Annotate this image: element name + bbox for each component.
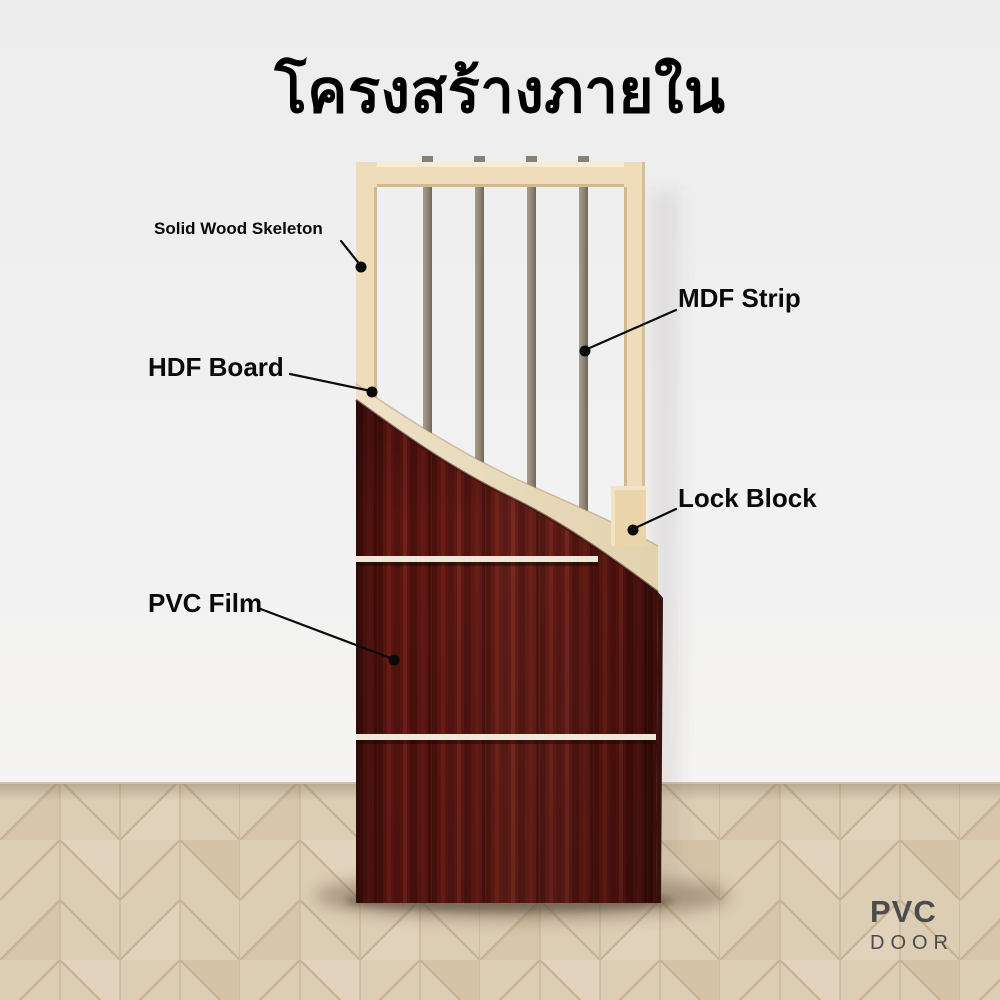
leader-line-pvc-film xyxy=(256,606,395,661)
frame-right-stile-shade xyxy=(624,187,627,562)
leader-dot-pvc-film xyxy=(388,654,400,666)
brand-logo-line2: DOOR xyxy=(870,932,954,954)
mdf-strip xyxy=(527,184,536,564)
label-mdf-strip: MDF Strip xyxy=(678,283,801,313)
leader-dot-solid-wood-skeleton xyxy=(355,261,367,273)
leader-dot-mdf-strip xyxy=(579,345,591,357)
frame-top-rail-shade xyxy=(356,184,645,187)
door-side-edge xyxy=(656,592,663,903)
tenon xyxy=(526,156,537,164)
leader-dot-lock-block xyxy=(627,524,639,536)
label-solid-wood-skeleton: Solid Wood Skeleton xyxy=(154,219,323,238)
mdf-strip-tenons xyxy=(422,156,589,164)
frame-left-stile xyxy=(356,162,377,430)
label-hdf-board: HDF Board xyxy=(148,352,284,382)
brand-logo-line1: PVC xyxy=(870,894,937,929)
lock-block-highlight-top xyxy=(611,486,646,490)
door-cutaway xyxy=(355,156,663,903)
mdf-strip xyxy=(423,184,432,564)
groove-shadow xyxy=(356,740,656,744)
tenon xyxy=(474,156,485,164)
brand-logo: PVC DOOR xyxy=(870,896,954,953)
groove-line xyxy=(356,734,656,740)
frame-right-stile-edge xyxy=(642,162,645,562)
leader-lines xyxy=(256,239,678,661)
page-title: โครงสร้างภายใน xyxy=(274,57,726,127)
mdf-strips xyxy=(423,184,588,564)
mdf-strip xyxy=(579,184,588,564)
leader-line-hdf-board xyxy=(288,372,373,393)
lock-block xyxy=(611,486,646,546)
label-pvc-film: PVC Film xyxy=(148,588,263,618)
mdf-strip xyxy=(475,184,484,564)
groove-shadow xyxy=(356,562,598,566)
tenon xyxy=(422,156,433,164)
pvc-film-shading-vertical xyxy=(356,400,658,903)
leader-line-lock-block xyxy=(631,507,678,531)
wood-skeleton-frame xyxy=(356,162,645,562)
leader-line-solid-wood-skeleton xyxy=(339,239,363,268)
pvc-film-top-edge xyxy=(355,398,659,594)
tenon xyxy=(578,156,589,164)
frame-left-stile-shade xyxy=(374,187,377,430)
frame-right-stile xyxy=(624,162,645,562)
groove-lines xyxy=(356,556,656,744)
groove-line xyxy=(356,556,598,562)
leader-dot-hdf-board xyxy=(366,386,378,398)
lock-block-body xyxy=(611,486,646,546)
leader-line-mdf-strip xyxy=(583,308,678,352)
leader-dots xyxy=(355,261,639,666)
label-lock-block: Lock Block xyxy=(678,483,817,513)
frame-top-rail-highlight xyxy=(356,162,645,167)
lock-block-highlight-left xyxy=(611,486,615,546)
hdf-board xyxy=(356,384,658,592)
